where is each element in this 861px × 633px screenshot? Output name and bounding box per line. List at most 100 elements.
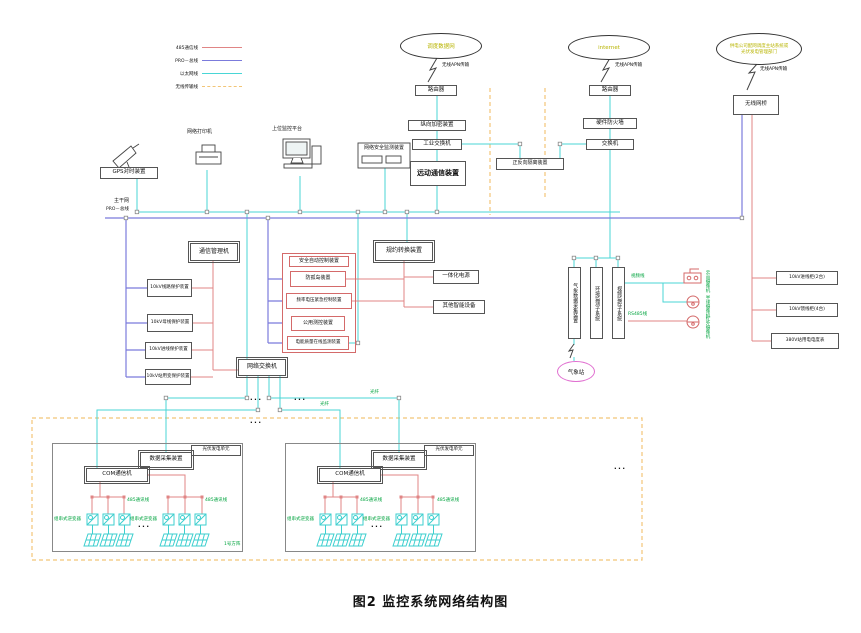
pv-array-1-label: 1号方阵: [224, 542, 241, 547]
ellipsis: ···: [294, 396, 307, 404]
weather-collect-box: 气象数据采集装置: [568, 267, 581, 339]
pv2-com-box: COM通信机: [317, 466, 383, 484]
pv2-daq-box: 数据采集装置: [371, 450, 427, 470]
power-quality-box: 电能质量在线监测装置: [287, 336, 349, 350]
fiber-label: 光纤: [370, 390, 379, 395]
fiber-label: 光纤: [320, 402, 329, 407]
backbone-bus-name: 主干网: [114, 198, 130, 204]
cloud-internet: internet: [568, 35, 650, 60]
metering-box-3: 380V站用电电度表: [771, 333, 839, 349]
pro-bus-lines: [105, 115, 743, 378]
security-monitor-label: 网络安全监测装置: [363, 145, 404, 151]
printer-label: 网络打印机: [187, 129, 213, 135]
rs485-node-squares: [90, 495, 435, 499]
junction-nodes: [123, 141, 745, 413]
cloud-label-line2: 光伏发电管理部门: [741, 50, 777, 55]
ellipsis: ···: [371, 523, 384, 531]
integrated-power-box: 一体化电源: [433, 270, 479, 284]
rack-device-icon: [357, 142, 411, 169]
legend: 485通信线 PRO－总线 以太网线 无线传输线: [150, 41, 242, 93]
lightning-icons: [427, 57, 758, 359]
camera-icons: [683, 268, 702, 329]
protocol-converter-box: 规约转换装置: [373, 240, 435, 263]
anti-islanding-box: 防孤岛装置: [290, 271, 346, 287]
pv1-daq-box: 数据采集装置: [138, 450, 194, 470]
legend-item: 无线传输线: [150, 80, 242, 93]
legend-item: 485通信线: [150, 41, 242, 54]
workstation-icon: [282, 138, 322, 169]
field-switch-box: 网络交换机: [236, 357, 288, 378]
other-smart-devices-box: 其他智能设备: [433, 300, 485, 314]
ellipsis: ···: [614, 465, 627, 473]
cloud-dispatch-network: 调度数据网: [400, 33, 482, 59]
protection-box-4: 10kV站用变保护装置: [145, 369, 191, 385]
legend-item: 以太网线: [150, 67, 242, 80]
pv1-485-label: 485通讯线: [127, 498, 150, 503]
environment-monitor-box: 环境监测子系统: [590, 267, 603, 339]
protection-box-3: 10kV进线保护装置: [145, 342, 192, 359]
weather-station-ellipse: 气象站: [557, 361, 595, 382]
ellipsis: ···: [138, 523, 151, 531]
apn-link-label: 无线APN传输: [442, 63, 470, 68]
apn-link-label: 无线APN传输: [760, 67, 788, 72]
protection-box-2: 10kV母线保护装置: [147, 314, 193, 332]
weather-station-label: 气象站: [567, 369, 585, 376]
gps-time-sync-box: GPS对时装置: [100, 167, 158, 179]
isolation-device-box: 正反向隔离装置: [496, 158, 564, 170]
figure-caption: 图2 监控系统网络结构图: [352, 595, 509, 610]
metering-box-2: 10kV馈线柜(4台): [776, 303, 838, 317]
cloud-label-line1: 供电公司配网调度主站系统或: [729, 44, 789, 49]
cloud-label: 调度数据网: [427, 44, 455, 50]
pv1-485-label: 485通讯线: [205, 498, 228, 503]
safety-group-title: 安全自动控制装置: [289, 256, 349, 267]
rs485-lines: [91, 115, 776, 514]
pv2-inverter-label: 组串式逆变器: [363, 517, 390, 522]
video-line-label: 视频线: [631, 274, 645, 279]
video-monitor-box: 视频监控子系统: [612, 267, 625, 339]
cloud-label: internet: [598, 44, 620, 51]
pv-unit-2-container: [285, 443, 476, 552]
camera-label-2: 半球摄像机: [704, 295, 710, 318]
pv1-inverter-label: 组串式逆变器: [130, 517, 157, 522]
legend-line-wireless: [202, 86, 242, 87]
pv-unit-1-corner-label: 光伏发电单元: [191, 445, 241, 456]
switch-2-box: 交换机: [586, 139, 634, 150]
encryption-device-box: 纵向加密装置: [408, 120, 466, 131]
pv2-485-label: 485通讯线: [360, 498, 383, 503]
printer-icon: [195, 144, 222, 165]
camera-label-1: 云台摄像机: [704, 270, 710, 293]
legend-label: 485通信线: [175, 45, 198, 51]
freq-volt-control-box: 频率电压紧急控制装置: [286, 293, 352, 309]
pv1-com-box: COM通信机: [84, 466, 150, 484]
router-1-box: 路由器: [415, 85, 457, 96]
rtu-comm-device-box: 远动通信装置: [410, 161, 466, 186]
pv2-485-label: 485通讯线: [437, 498, 460, 503]
legend-label: 以太网线: [180, 71, 198, 77]
legend-label: 无线传输线: [175, 84, 199, 90]
pv2-inverter-label: 组串式逆变器: [287, 517, 314, 522]
metering-box-1: 10kV进线柜(2台): [776, 271, 838, 285]
pv-unit-2-corner-label: 光伏发电单元: [424, 445, 474, 456]
cloud-utility-master: 供电公司配网调度主站系统或 光伏发电管理部门: [716, 33, 802, 65]
ellipsis: ···: [250, 419, 263, 427]
legend-label: PRO－总线: [175, 58, 198, 64]
firewall-box: 硬件防火墙: [583, 118, 637, 129]
legend-line-pro: [202, 60, 242, 61]
pv-unit-1-container: [52, 443, 243, 552]
pv1-inverter-label: 组串式逆变器: [54, 517, 81, 522]
legend-line-485: [202, 47, 242, 48]
camera-label-3: 红外摄像机: [704, 316, 710, 339]
legend-item: PRO－总线: [150, 54, 242, 67]
rs485-line-label: RS485线: [628, 312, 648, 317]
protection-box-1: 10kV线路保护装置: [147, 279, 192, 297]
legend-line-ethernet: [202, 73, 242, 74]
wireless-boundary-lines: [31, 88, 643, 561]
common-measure-box: 公用测控装置: [291, 316, 345, 331]
wireless-bridge-box: 无线网桥: [733, 95, 779, 115]
safety-control-group-box: [282, 253, 356, 353]
ellipsis: ···: [250, 396, 263, 404]
hmi-label: 上位监控平台: [272, 126, 303, 132]
router-2-box: 路由器: [589, 85, 631, 96]
comm-manager-box: 通信管理机: [188, 241, 240, 263]
